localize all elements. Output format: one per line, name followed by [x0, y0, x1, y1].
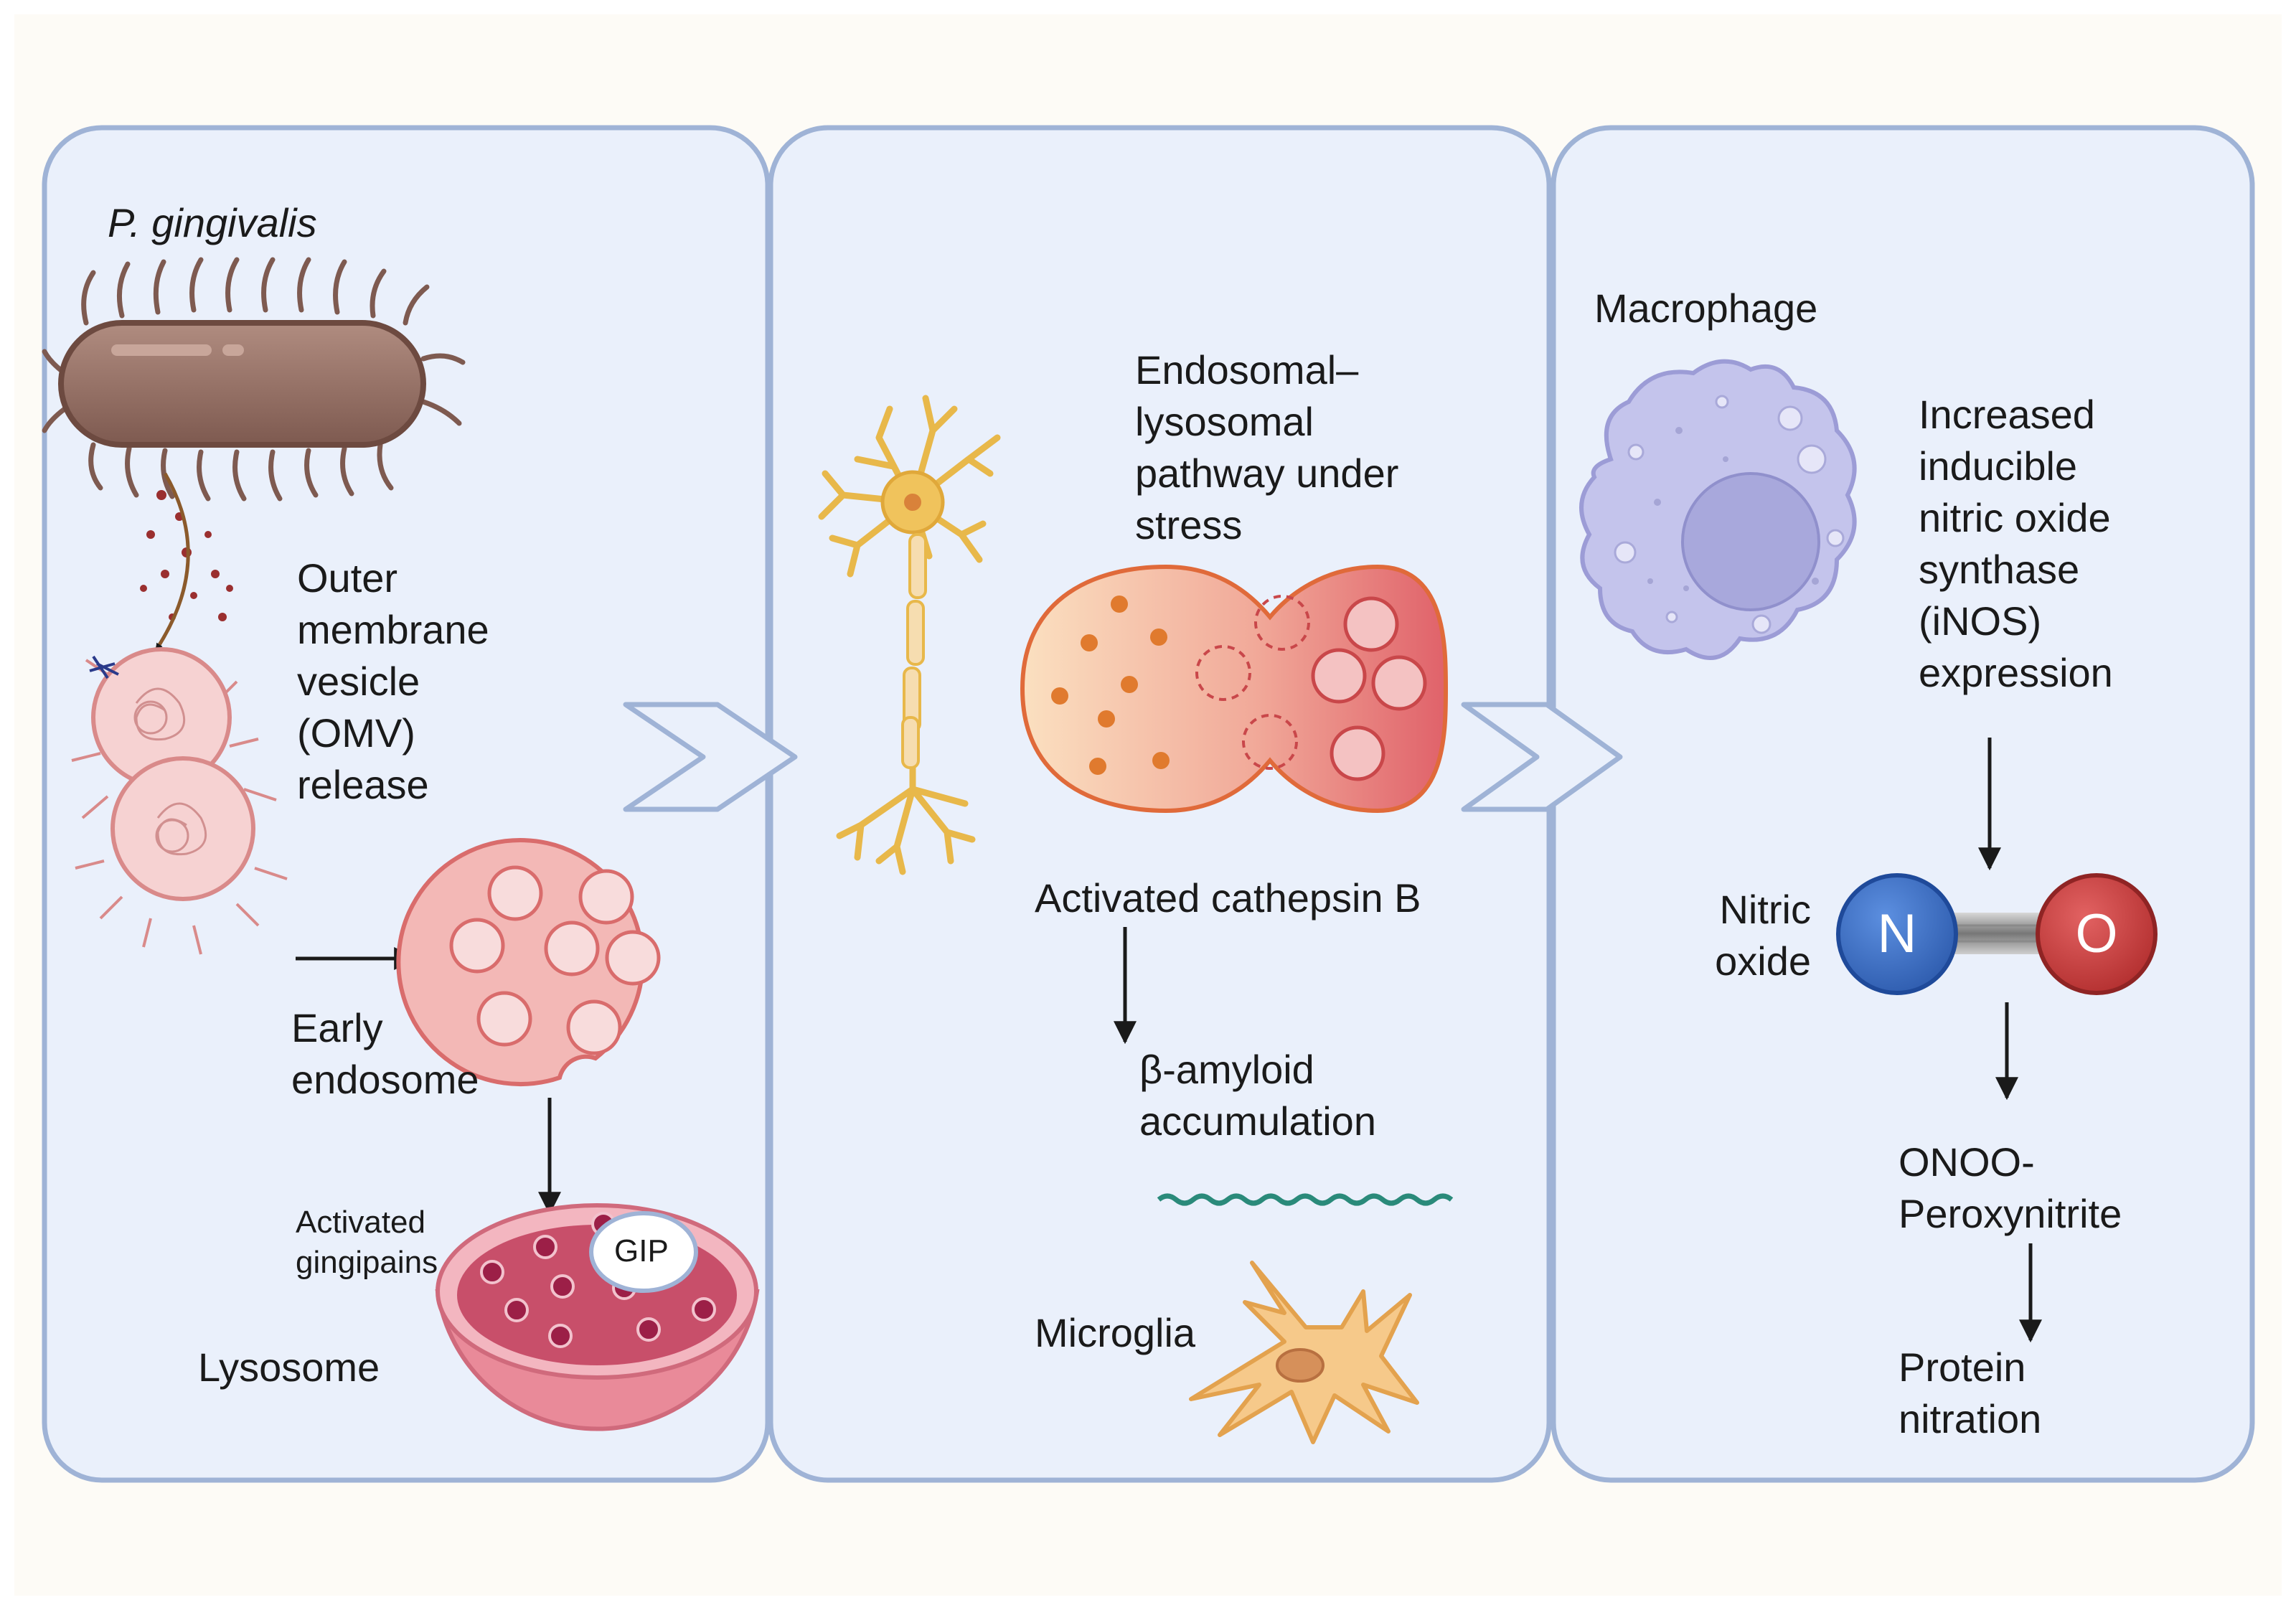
- omv-particles: [140, 490, 233, 621]
- atom-o-label: O: [2075, 903, 2118, 964]
- inos-label: Increased inducible nitric oxide synthas…: [1919, 392, 2113, 695]
- early-endosome-label: Early endosome: [291, 1005, 479, 1102]
- atom-n-label: N: [1877, 903, 1917, 964]
- amyloid-fibril-icon: [1157, 1193, 1454, 1206]
- nitric-oxide-label: Nitric oxide: [1715, 887, 1811, 984]
- pathway-stress-label: Endosomal– lysosomal pathway under stres…: [1135, 347, 1399, 547]
- endo-lysosome-icon: [1020, 564, 1449, 814]
- early-endosome-icon: [396, 838, 661, 1087]
- nitric-oxide-molecule-icon: [1836, 873, 2158, 995]
- bacterium-icon: [42, 257, 466, 502]
- omv-release-label: Outer membrane vesicle (OMV) release: [297, 555, 489, 807]
- gip-badge-shape: [589, 1211, 698, 1293]
- neuron-nucleus: [904, 494, 921, 511]
- chevron-2-icon: [1461, 702, 1623, 812]
- macrophage-icon: [1579, 359, 1857, 660]
- axon-segments: [901, 533, 927, 769]
- protein-nitration-label: Protein nitration: [1899, 1345, 2042, 1441]
- lysosome-icon: [435, 1203, 760, 1431]
- species-label: P. gingivalis: [108, 200, 317, 245]
- gip-badge: GIP: [614, 1233, 669, 1268]
- amyloid-label: β-amyloid accumulation: [1139, 1047, 1376, 1144]
- macrophage-label: Macrophage: [1594, 286, 1818, 331]
- microglia-icon: [1189, 1261, 1419, 1444]
- panel-bacteria: [42, 125, 771, 1483]
- peroxynitrite-label: ONOO- Peroxynitrite: [1899, 1139, 2122, 1236]
- activated-gingipains-label: Activated gingipains: [296, 1205, 438, 1280]
- cathepsin-label: Activated cathepsin B: [1035, 875, 1421, 921]
- vesicle-icon: [71, 647, 288, 955]
- lysosome-label: Lysosome: [198, 1345, 380, 1390]
- release-arrow: [154, 472, 190, 651]
- chevron-1-icon: [623, 702, 798, 812]
- microglia-label: Microglia: [1035, 1310, 1196, 1355]
